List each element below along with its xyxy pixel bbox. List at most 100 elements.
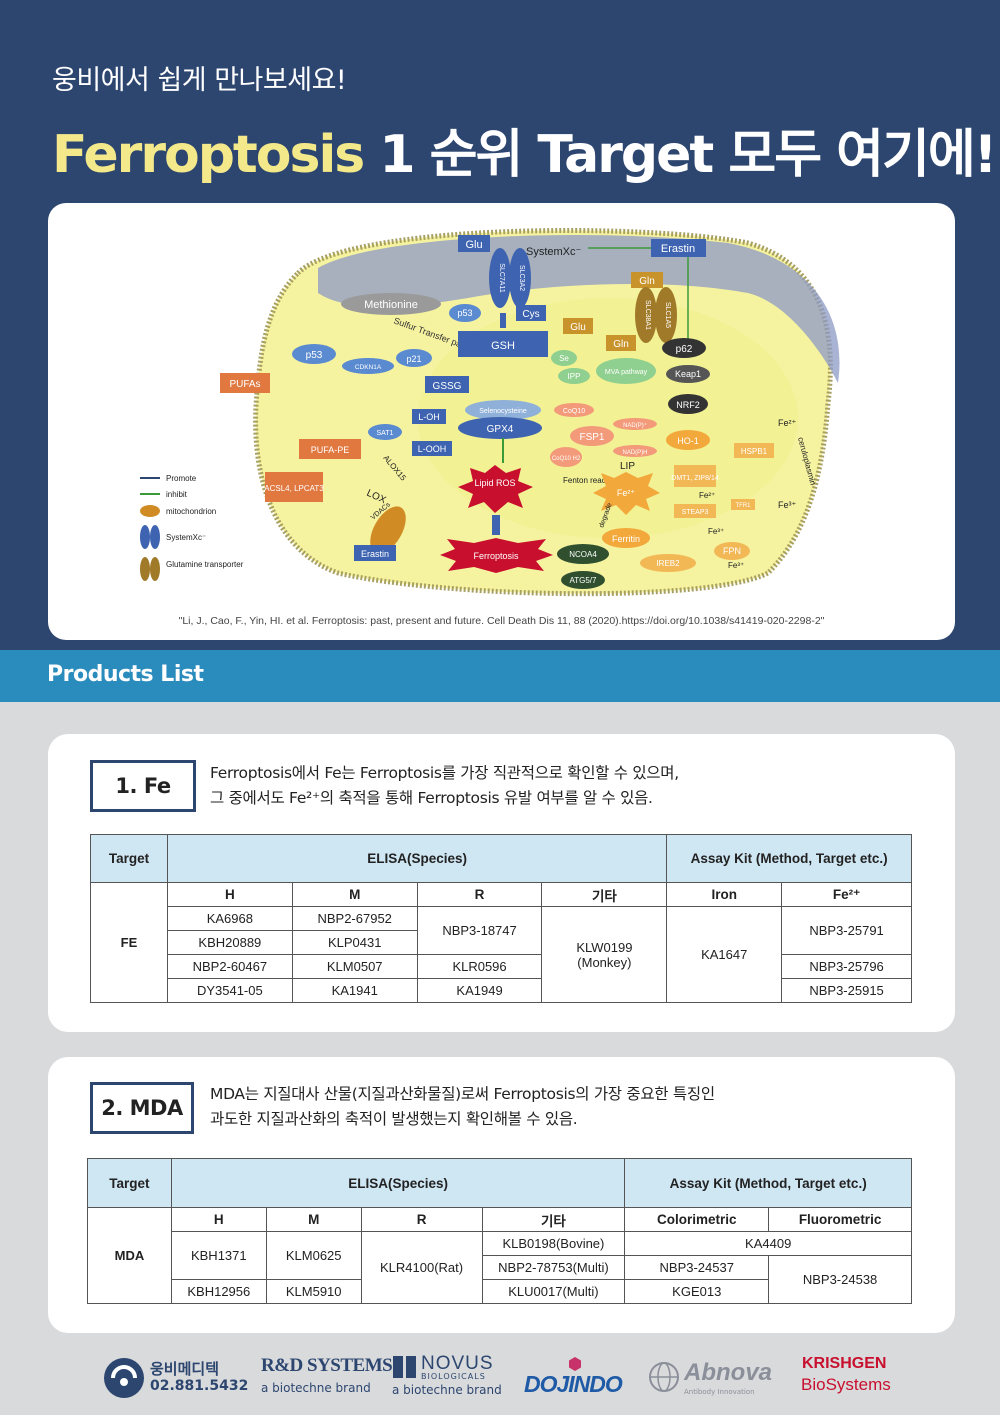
citation: "Li, J., Cao, F., Yin, HI. et al. Ferrop… [178, 615, 825, 627]
p21-shape [396, 349, 432, 367]
selenocysteine-label: Selenocysteine [479, 408, 527, 415]
fsp1-shape [570, 426, 614, 446]
fe3-out-label: Fe³⁺ [778, 500, 797, 510]
gssg-label: GSSG [433, 381, 462, 392]
fe-iron-cell: KA1647 [666, 906, 783, 1003]
abnova-globe-icon [649, 1362, 679, 1392]
ireb2-shape [640, 554, 696, 572]
mda-table: Target ELISA(Species) Assay Kit (Method,… [87, 1158, 912, 1304]
ferroptosis-label: Ferroptosis [473, 551, 519, 561]
fe2-out-label: Fe²⁺ [778, 418, 797, 428]
coq10-label: CoQ10 [563, 408, 585, 415]
legend-inhibit: inhibit [166, 490, 188, 499]
nadph-label: NAD(P)H [623, 450, 648, 456]
erastin-top-label: Erastin [661, 243, 695, 255]
pufas-box [220, 373, 270, 393]
glu-box [458, 235, 490, 252]
keap1-shape [666, 365, 710, 383]
novus-logo[interactable]: NOVUS BIOLOGICALS a biotechne brand [392, 1353, 507, 1403]
fe-fe2-cell: NBP3-25791 [781, 906, 912, 955]
fe-etc-cell: KLW0199(Monkey) [541, 906, 668, 1003]
fe-h-cell: DY3541-05 [166, 978, 293, 1003]
fe-th-assay: Assay Kit (Method, Target etc.) [666, 834, 912, 883]
glu-mid-box [563, 318, 593, 334]
ncoa4-label: NCOA4 [569, 550, 597, 559]
fsp1-label: FSP1 [579, 432, 604, 443]
novus-emblem-icon [393, 1356, 416, 1378]
fe-etc-code: KLW0199 [576, 939, 633, 955]
cdkn1a-label: CDKN1A [355, 364, 382, 371]
dojindo-name: DOJINDO [524, 1371, 623, 1397]
slc38a1-shape [635, 287, 657, 343]
ferroptosis-burst [440, 538, 553, 573]
woongbi-logo[interactable]: 웅비메디텍 02.881.5432 [103, 1355, 248, 1403]
krishgen-name: KRISHGEN [802, 1355, 887, 1372]
mda-sub-r: R [360, 1207, 483, 1232]
erastin-bottom-box [354, 545, 396, 561]
p62-shape [662, 338, 706, 358]
fe-table: Target ELISA(Species) Assay Kit (Method,… [90, 834, 912, 1003]
gpx4-label: GPX4 [487, 424, 514, 435]
mda-h-cell: KBH12956 [170, 1279, 267, 1304]
fe-badge: 1. Fe [90, 760, 196, 812]
krishgen-logo[interactable]: KRISHGEN BioSystems [801, 1355, 911, 1403]
fe-fe2-cell: NBP3-25915 [781, 978, 912, 1003]
legend-systemxc: SystemXc⁻ [166, 533, 206, 542]
atg57-label: ATG5/7 [570, 576, 598, 585]
ferritin-label: Ferritin [612, 534, 640, 544]
nrf2-shape [668, 394, 708, 414]
p62-label: p62 [676, 344, 693, 355]
woongbi-phone: 02.881.5432 [150, 1378, 249, 1394]
lipid-ros-label: Lipid ROS [474, 478, 515, 488]
fe-sub-r: R [416, 882, 543, 907]
dojindo-logo[interactable]: DOJINDO [524, 1357, 630, 1399]
mda-desc-line-2: 과도한 지질과산화의 축적이 발생했는지 확인해볼 수 있음. [210, 1110, 578, 1128]
legend-gln-icon-a [140, 557, 150, 581]
fe-sub-m: M [291, 882, 418, 907]
looh-box [412, 441, 452, 456]
methionine-label: Methionine [364, 299, 418, 311]
legend-systemxc-icon-b [150, 525, 160, 549]
acsl4-box [265, 472, 323, 502]
gln-top-label: Gln [639, 276, 655, 287]
gssg-box [425, 376, 469, 393]
steap3-label: STEAP3 [682, 509, 709, 516]
products-bar: Products List [0, 650, 1000, 702]
mda-desc-line-1: MDA는 지질대사 산물(지질과산화물질)로써 Ferroptosis의 가장 … [210, 1085, 715, 1103]
hspb1-box [734, 443, 774, 458]
woongbi-name: 웅비메디텍 [150, 1360, 220, 1378]
fe-h-cell: KA6968 [166, 906, 293, 931]
ho1-shape [666, 430, 710, 450]
se-shape [551, 350, 577, 366]
hspb1-label: HSPB1 [741, 447, 768, 456]
ireb2-label: IREB2 [656, 559, 680, 568]
mda-r-cell: KLR4100(Rat) [360, 1231, 483, 1304]
fe-fe2-cell: NBP3-25796 [781, 954, 912, 979]
novus-sub: a biotechne brand [392, 1383, 502, 1397]
lipid-ros-burst [458, 465, 533, 513]
loh-box [412, 409, 446, 424]
mitochondrion-shape [370, 506, 406, 554]
mda-ka4409-cell: KA4409 [624, 1231, 912, 1256]
rnd-systems-logo[interactable]: R&D SYSTEMS a biotechne brand [261, 1355, 393, 1403]
fe-m-cell: KLM0507 [291, 954, 418, 979]
mda-sub-fluorometric: Fluorometric [768, 1207, 912, 1232]
fe-sub-fe2: Fe²⁺ [781, 882, 912, 907]
glu-label: Glu [465, 239, 482, 251]
mda-card: 2. MDA MDA는 지질대사 산물(지질과산화물질)로써 Ferroptos… [48, 1057, 955, 1333]
gpx4-shape [458, 417, 542, 439]
mda-sub-h: H [170, 1207, 267, 1232]
woongbi-emblem-icon [104, 1358, 144, 1398]
mda-m-cell: KLM5910 [265, 1279, 362, 1304]
abnova-sub: Antibody Innovation [684, 1388, 755, 1396]
legend-promote: Promote [166, 474, 197, 483]
title-rest: 1 순위 Target 모두 여기에! [363, 125, 997, 185]
mda-sub-colorimetric: Colorimetric [624, 1207, 770, 1232]
fe-m-cell: KLP0431 [291, 930, 418, 955]
fe-m-cell: KA1941 [291, 978, 418, 1003]
abnova-logo[interactable]: Abnova Antibody Innovation [648, 1355, 782, 1403]
cdkn1a-shape [342, 358, 394, 374]
legend-systemxc-icon-a [140, 525, 150, 549]
looh-label: L-OOH [418, 444, 447, 454]
methionine-shape [341, 293, 441, 315]
